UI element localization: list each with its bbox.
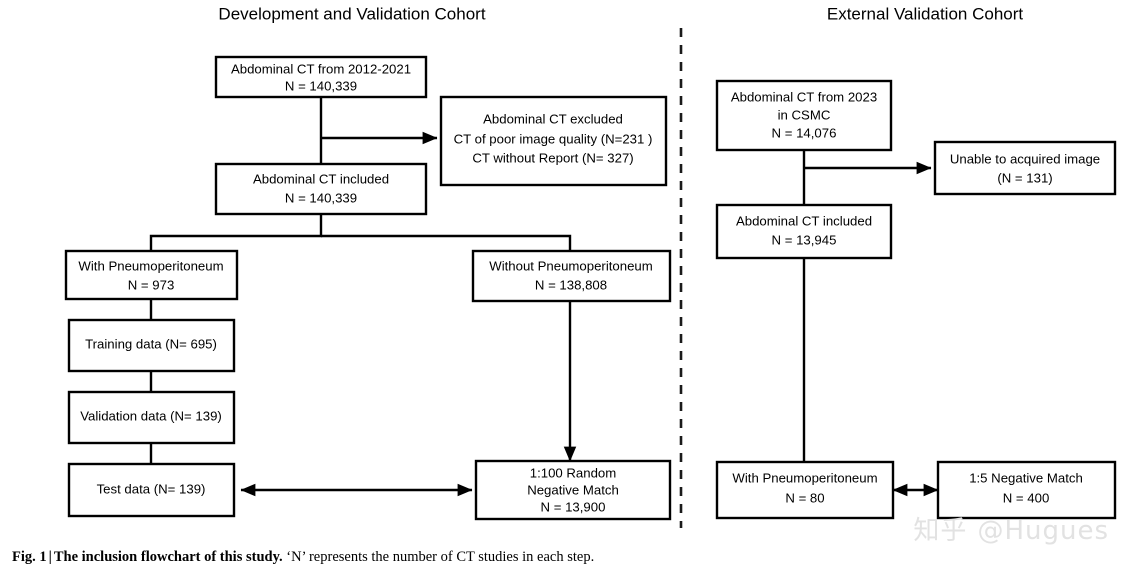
node-dev-without-pneumo[interactable]: Without Pneumoperitoneum N = 138,808 bbox=[471, 249, 672, 303]
node-line: N = 138,808 bbox=[535, 277, 607, 292]
node-dev-source[interactable]: Abdominal CT from 2012-2021 N = 140,339 bbox=[214, 55, 428, 99]
node-line: N = 140,339 bbox=[285, 190, 357, 205]
watermark-handle: @Hugues bbox=[977, 516, 1109, 546]
edge-dev-included-to-without bbox=[321, 234, 572, 251]
node-dev-with-pneumo[interactable]: With Pneumoperitoneum N = 973 bbox=[64, 249, 239, 301]
node-line: N = 400 bbox=[1003, 490, 1050, 505]
node-line: N = 973 bbox=[128, 277, 175, 292]
column-title-development: Development and Validation Cohort bbox=[218, 4, 485, 23]
node-ext-excluded[interactable]: Unable to acquired image (N = 131) bbox=[933, 140, 1117, 196]
node-line: With Pneumoperitoneum bbox=[78, 258, 223, 273]
watermark-site: 知乎 bbox=[913, 516, 968, 546]
node-line: CT without Report (N= 327) bbox=[472, 150, 633, 165]
node-line: N = 13,945 bbox=[772, 232, 837, 247]
figure-caption: Fig. 1|The inclusion flowchart of this s… bbox=[12, 548, 1112, 567]
node-line: Negative Match bbox=[527, 482, 619, 497]
node-line: Abdominal CT included bbox=[253, 171, 389, 186]
column-title-external: External Validation Cohort bbox=[827, 4, 1024, 23]
node-line: N = 14,076 bbox=[772, 125, 837, 140]
node-dev-included[interactable]: Abdominal CT included N = 140,339 bbox=[214, 162, 428, 216]
node-ext-included[interactable]: Abdominal CT included N = 13,945 bbox=[715, 203, 893, 260]
node-line: Abdominal CT excluded bbox=[483, 111, 623, 126]
watermark: 知乎 @Hugues bbox=[913, 510, 1109, 547]
node-ext-source[interactable]: Abdominal CT from 2023 in CSMC N = 14,07… bbox=[715, 79, 893, 152]
node-line: Abdominal CT from 2023 bbox=[731, 89, 877, 104]
caption-bold-title: The inclusion flowchart of this study. bbox=[53, 549, 283, 565]
node-dev-excluded[interactable]: Abdominal CT excluded CT of poor image q… bbox=[439, 95, 668, 187]
caption-rest: ‘N’ represents the number of CT studies … bbox=[286, 549, 595, 565]
node-dev-training[interactable]: Training data (N= 695) bbox=[67, 318, 236, 373]
node-line: Abdominal CT from 2012-2021 bbox=[231, 61, 411, 76]
node-line: Without Pneumoperitoneum bbox=[489, 258, 652, 273]
caption-figure-label: Fig. 1 bbox=[12, 549, 47, 565]
node-line: 1:5 Negative Match bbox=[969, 470, 1083, 485]
node-ext-with-pneumo[interactable]: With Pneumoperitoneum N = 80 bbox=[715, 460, 895, 520]
node-line: (N = 131) bbox=[997, 170, 1052, 185]
node-line: 1:100 Random bbox=[530, 465, 617, 480]
node-line: Unable to acquired image bbox=[950, 151, 1100, 166]
node-line: With Pneumoperitoneum bbox=[732, 470, 877, 485]
node-line: CT of poor image quality (N=231 ) bbox=[454, 131, 653, 146]
node-line: N = 140,339 bbox=[285, 78, 357, 93]
edge-dev-included-to-with bbox=[149, 214, 323, 251]
node-line: in CSMC bbox=[778, 107, 831, 122]
node-dev-negative-match[interactable]: 1:100 Random Negative Match N = 13,900 bbox=[474, 459, 672, 521]
node-dev-validation[interactable]: Validation data (N= 139) bbox=[67, 390, 236, 445]
node-line: N = 13,900 bbox=[541, 499, 606, 514]
node-line: Test data (N= 139) bbox=[97, 481, 206, 496]
caption-separator: | bbox=[48, 549, 52, 565]
node-line: Validation data (N= 139) bbox=[80, 408, 222, 423]
node-line: Training data (N= 695) bbox=[85, 336, 217, 351]
node-line: N = 80 bbox=[785, 490, 824, 505]
node-ext-negative-match[interactable]: 1:5 Negative Match N = 400 bbox=[936, 460, 1117, 520]
node-dev-test[interactable]: Test data (N= 139) bbox=[67, 462, 236, 518]
node-line: Abdominal CT included bbox=[736, 213, 872, 228]
